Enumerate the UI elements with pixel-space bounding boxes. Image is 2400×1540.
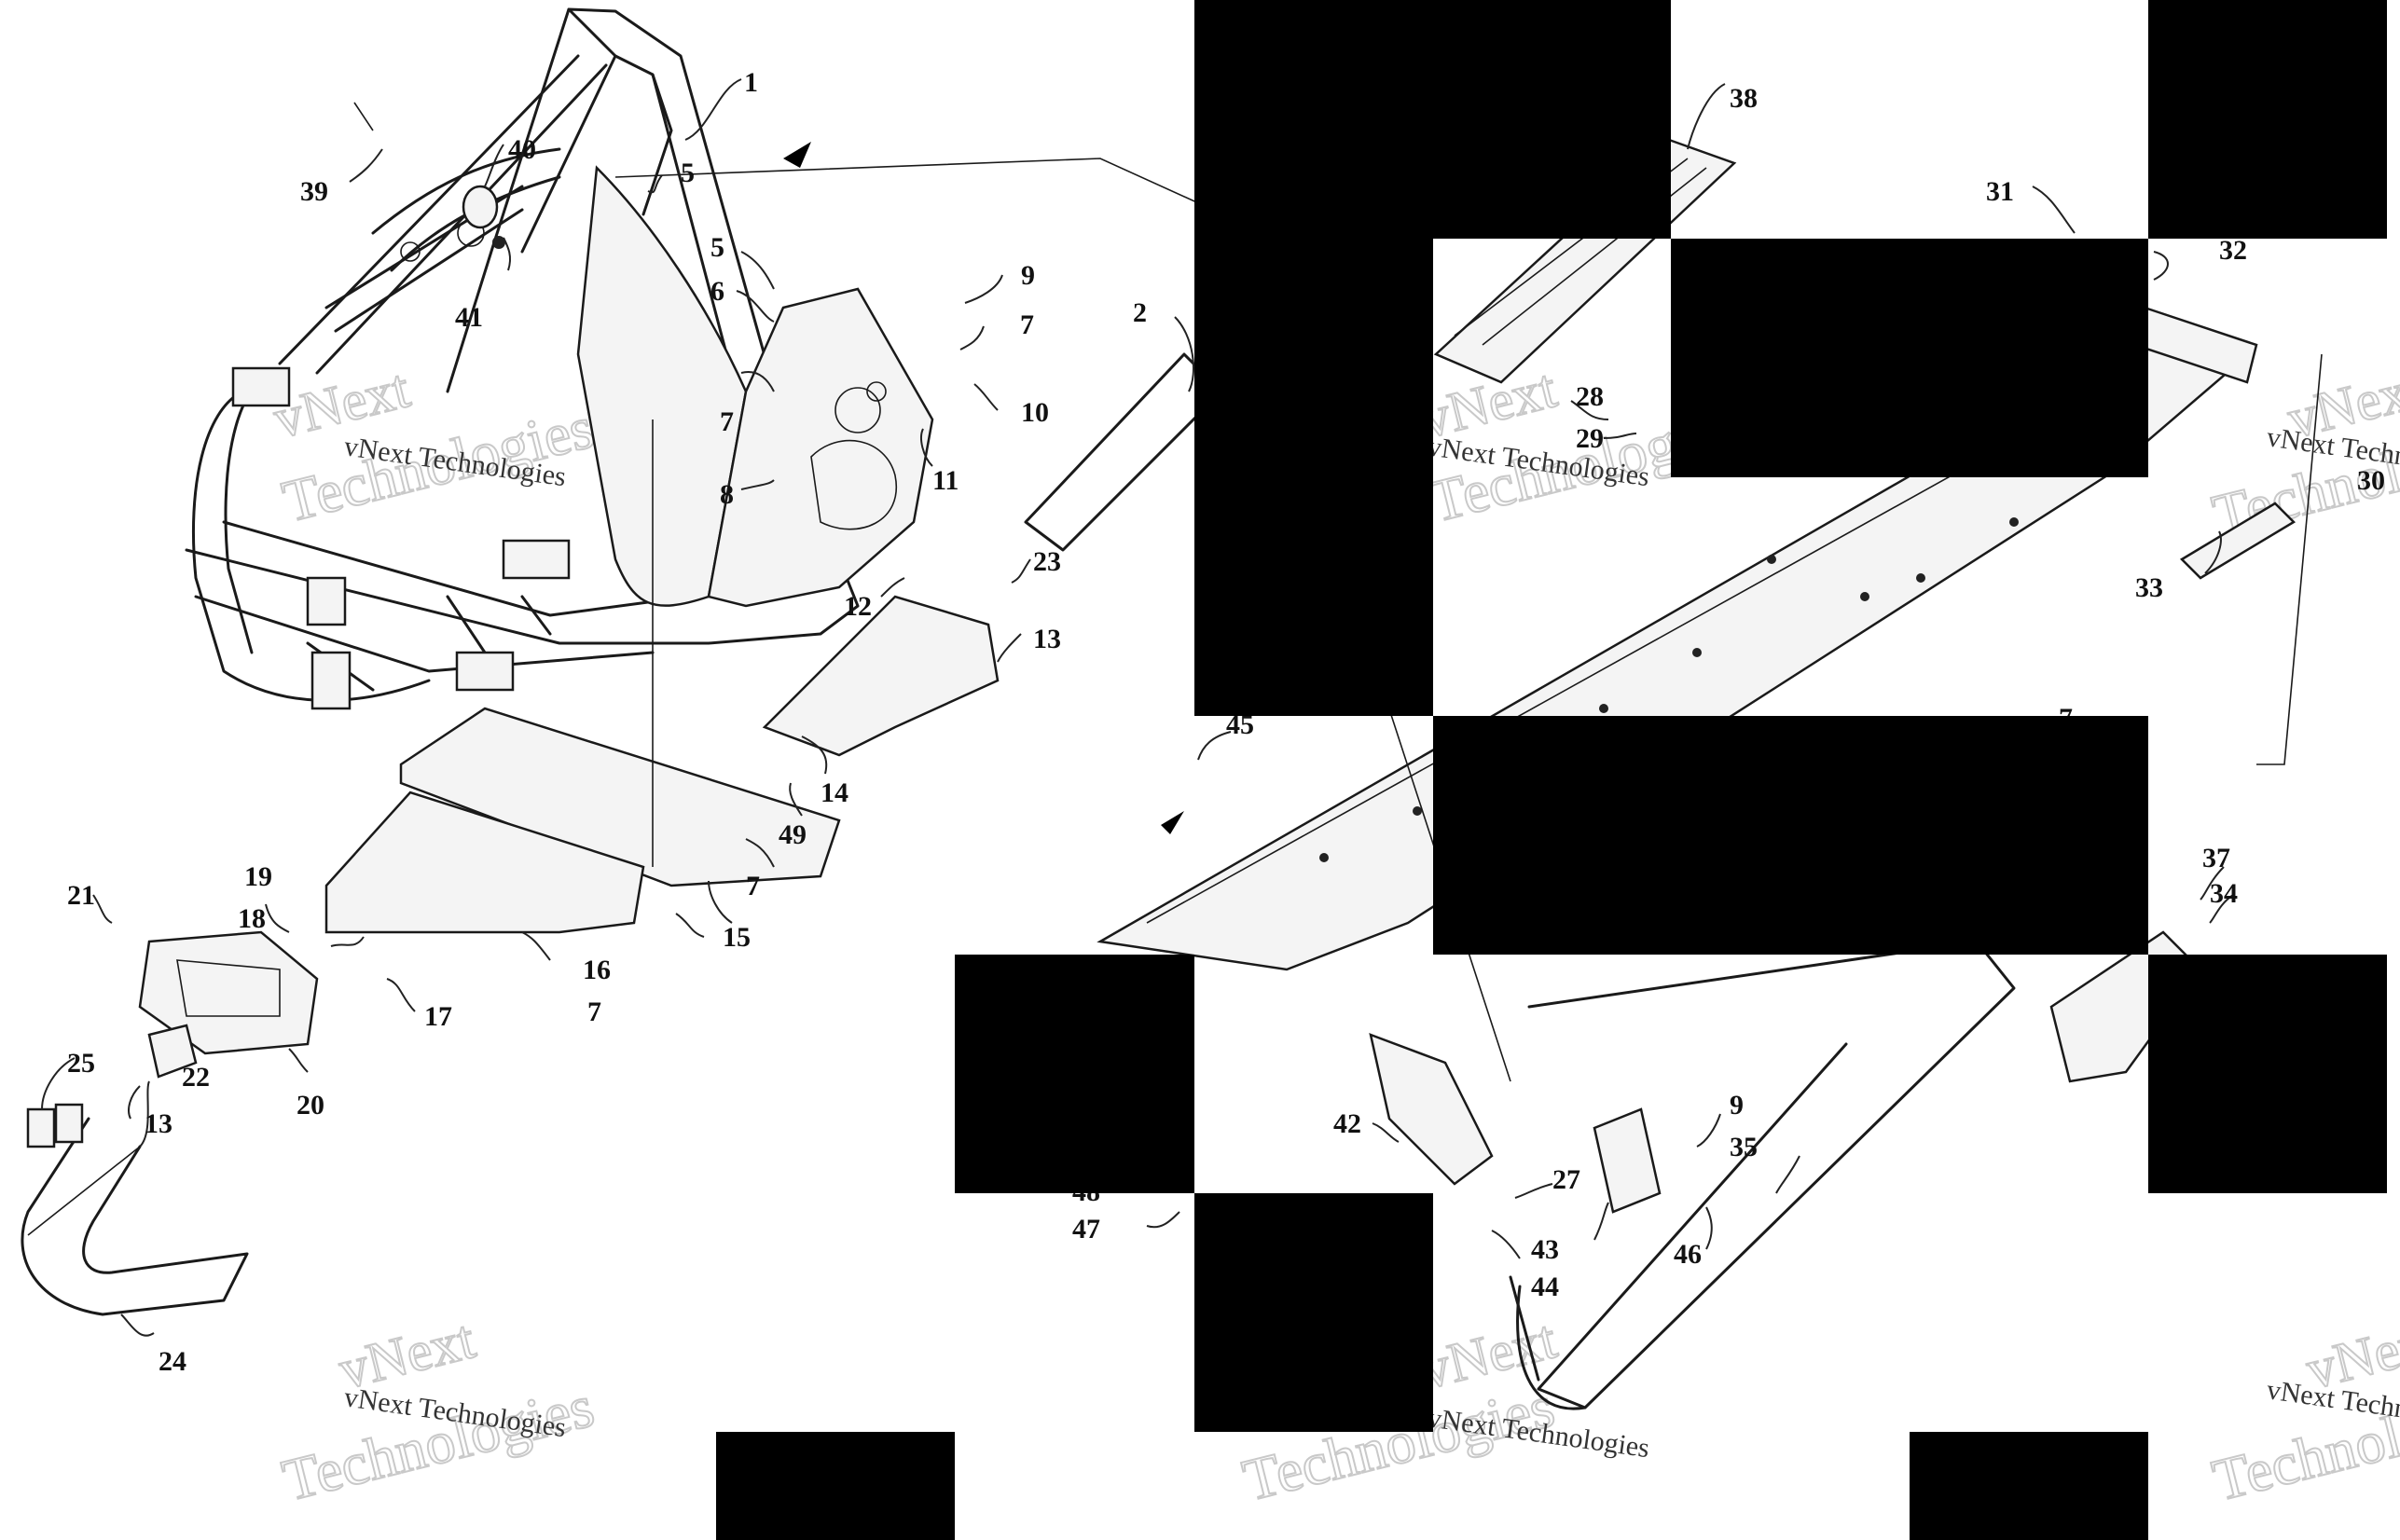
callout-41: 41 bbox=[455, 302, 483, 333]
callout-7: 7 bbox=[720, 406, 734, 437]
clip bbox=[54, 1103, 84, 1144]
callout-34: 34 bbox=[2210, 878, 2238, 909]
redaction-block bbox=[1194, 0, 1671, 239]
callout-42: 42 bbox=[1333, 1108, 1361, 1139]
callout-labels: 1 2 5 5 6 7 7 7 7 7 8 9 9 10 11 12 13 13… bbox=[67, 67, 2385, 1377]
redaction-block bbox=[1433, 716, 2148, 955]
footwell-bracket bbox=[1369, 1033, 1494, 1186]
callout-46: 46 bbox=[1674, 1239, 1702, 1270]
callout-15: 15 bbox=[723, 922, 751, 953]
callout-24: 24 bbox=[159, 1346, 186, 1377]
callout-7: 7 bbox=[746, 871, 760, 901]
callout-7: 7 bbox=[587, 997, 601, 1027]
redaction-block bbox=[1910, 1432, 2148, 1540]
direction-arrow bbox=[1161, 811, 1184, 834]
callout-40: 40 bbox=[508, 134, 536, 165]
direction-arrow bbox=[783, 142, 811, 168]
callout-14: 14 bbox=[821, 777, 848, 808]
watermark-bottom-left: vNext Technologies vNext Technologies bbox=[275, 1307, 600, 1515]
skid-plate-upper bbox=[399, 707, 841, 887]
callout-44: 44 bbox=[1531, 1272, 1559, 1302]
callout-13: 13 bbox=[145, 1108, 172, 1139]
callout-9: 9 bbox=[1730, 1090, 1744, 1121]
callout-6: 6 bbox=[710, 276, 724, 307]
callout-23: 23 bbox=[1033, 546, 1061, 577]
mount-bushing bbox=[462, 185, 499, 229]
footrest-bracket bbox=[762, 595, 1000, 757]
redaction-block bbox=[1194, 1193, 1433, 1432]
leader-lines bbox=[41, 78, 2323, 1337]
callout-47: 47 bbox=[1072, 1214, 1100, 1244]
watermark-line2: Technologies bbox=[276, 1372, 600, 1513]
callout-20: 20 bbox=[297, 1090, 324, 1121]
redaction-block bbox=[1194, 239, 1433, 716]
callout-37: 37 bbox=[2202, 843, 2230, 873]
callout-9: 9 bbox=[1021, 260, 1035, 291]
redaction-block bbox=[1671, 239, 2148, 477]
callout-2: 2 bbox=[1133, 297, 1147, 328]
callout-49: 49 bbox=[779, 819, 807, 850]
callout-10: 10 bbox=[1021, 397, 1049, 428]
steering-bracket bbox=[138, 930, 319, 1055]
skid-plate-lower bbox=[324, 791, 645, 934]
redaction-block bbox=[2148, 955, 2387, 1193]
callout-30: 30 bbox=[2357, 465, 2385, 496]
mounting-plate bbox=[1593, 1107, 1662, 1214]
redaction-block bbox=[955, 955, 1194, 1193]
callout-12: 12 bbox=[844, 591, 872, 622]
callout-32: 32 bbox=[2219, 235, 2247, 266]
frame-assembly bbox=[21, 7, 1223, 1316]
callout-22: 22 bbox=[182, 1062, 210, 1093]
side-panel-strip bbox=[2179, 502, 2297, 580]
front-bumper bbox=[21, 1117, 249, 1316]
callout-25: 25 bbox=[67, 1048, 95, 1079]
callout-17: 17 bbox=[424, 1001, 452, 1032]
callout-8: 8 bbox=[720, 479, 734, 510]
callout-33: 33 bbox=[2135, 572, 2163, 603]
callout-35: 35 bbox=[1730, 1132, 1758, 1162]
watermark-top-left: vNext Technologies vNext Technologies bbox=[267, 356, 600, 536]
callout-11: 11 bbox=[932, 465, 959, 496]
clip bbox=[26, 1107, 56, 1148]
callout-21: 21 bbox=[67, 880, 95, 911]
callout-7: 7 bbox=[1020, 309, 1034, 340]
callout-19: 19 bbox=[244, 861, 272, 892]
callout-38: 38 bbox=[1730, 83, 1758, 114]
callout-13: 13 bbox=[1033, 624, 1061, 654]
watermark-top-right: vNext Technologies vNext Technologies bbox=[2205, 356, 2400, 550]
adjuster-knob bbox=[147, 1024, 198, 1079]
callout-43: 43 bbox=[1531, 1234, 1559, 1265]
callout-1: 1 bbox=[744, 67, 758, 98]
callout-29: 29 bbox=[1576, 423, 1604, 454]
callout-18: 18 bbox=[238, 903, 266, 934]
callout-5: 5 bbox=[710, 232, 724, 263]
redaction-block bbox=[2148, 0, 2387, 239]
watermark-bottom-right: vNext Technologies vNext Technologies bbox=[2205, 1307, 2400, 1515]
callout-28: 28 bbox=[1576, 381, 1604, 412]
callout-27: 27 bbox=[1552, 1164, 1580, 1195]
redaction-blocks bbox=[716, 0, 2387, 1540]
callout-31: 31 bbox=[1986, 176, 2014, 207]
redaction-block bbox=[716, 1432, 955, 1540]
callout-39: 39 bbox=[300, 176, 328, 207]
callout-16: 16 bbox=[583, 955, 611, 985]
callout-5: 5 bbox=[681, 158, 695, 188]
